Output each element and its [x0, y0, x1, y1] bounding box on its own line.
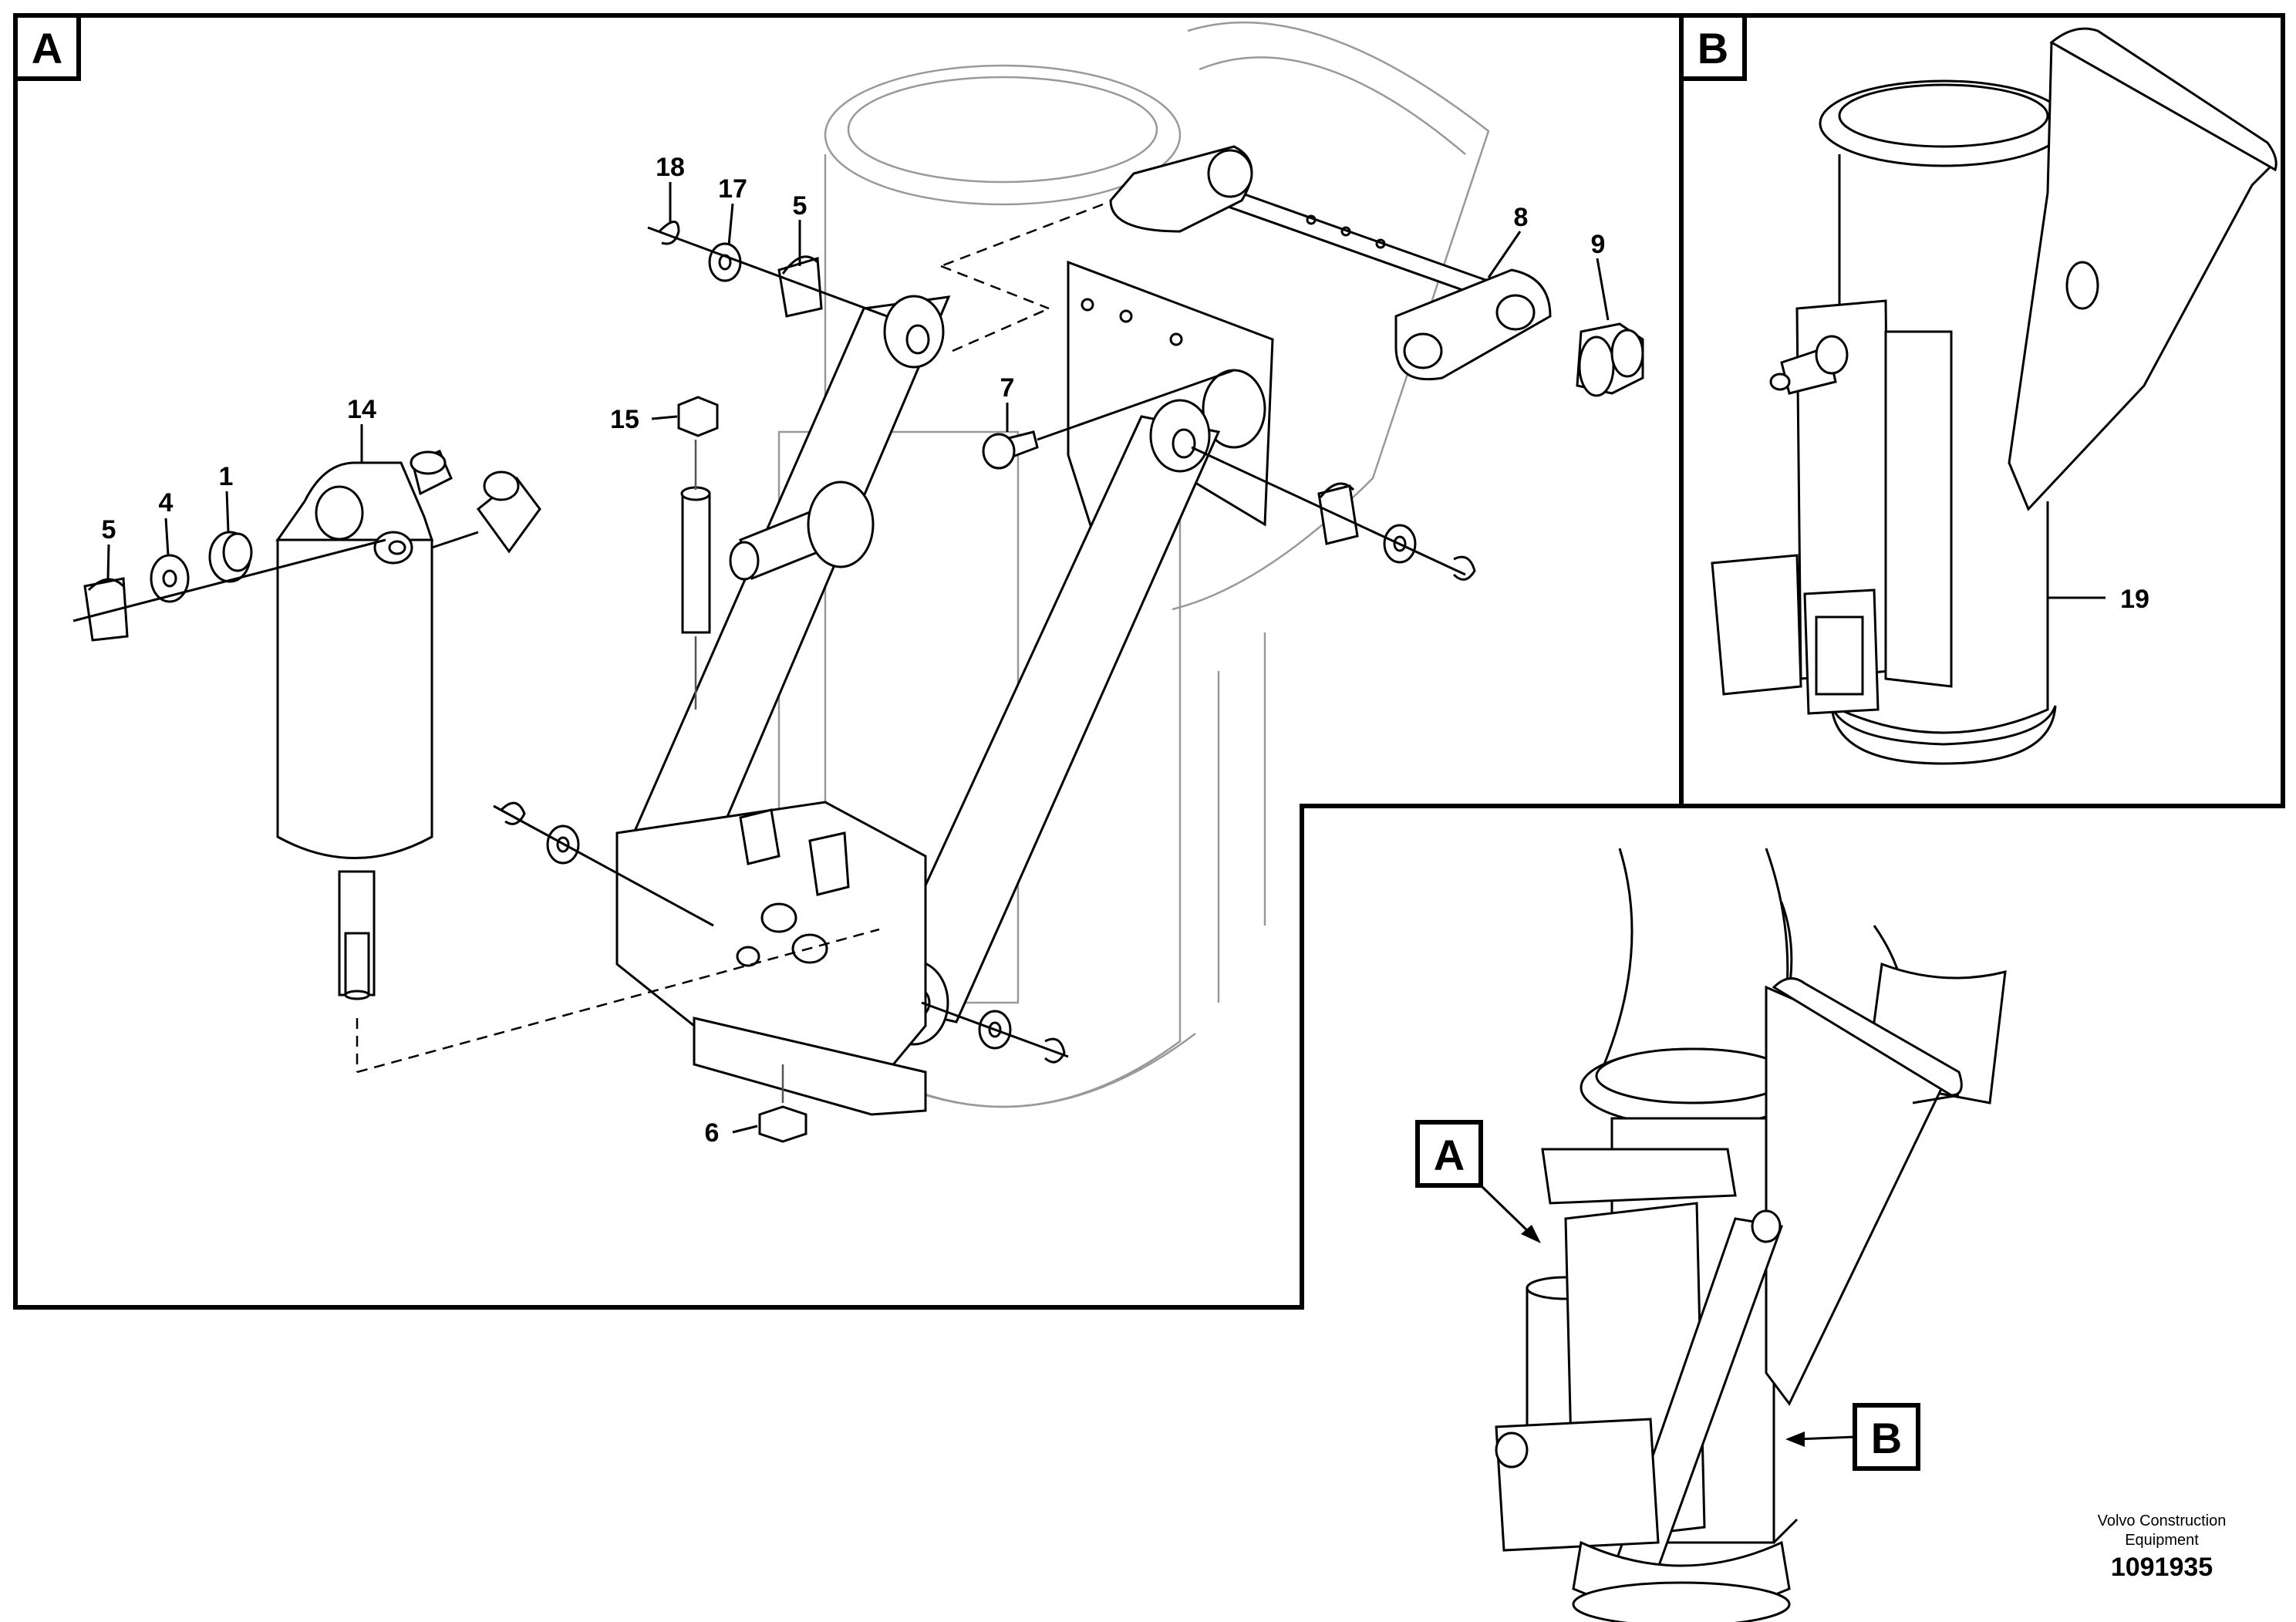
panel-a-label: A [32, 24, 62, 73]
spacer-tube [677, 396, 719, 710]
callout-4: 4 [159, 488, 174, 518]
overview-label-a-box: A [1415, 1120, 1541, 1243]
callout-8: 8 [1514, 203, 1529, 232]
document-number: 1091935 [2111, 1553, 2213, 1582]
upper-shaft [1109, 145, 1514, 306]
callout-1: 1 [219, 462, 234, 491]
panel-a-drawing [72, 21, 1644, 1143]
left-hardware [72, 531, 479, 642]
callout-14: 14 [347, 395, 376, 424]
overview-label-a: A [1434, 1131, 1465, 1179]
assembly-line-clamp [356, 928, 880, 1074]
panel-b-label: B [1698, 24, 1728, 73]
base-clamp [615, 801, 927, 1116]
right-mid-hardware [1191, 446, 1476, 581]
top-hardware [647, 203, 1104, 352]
side-link-plate [1394, 268, 1552, 381]
brand-line-2: Equipment [2125, 1532, 2199, 1549]
overview-drawing [1495, 848, 2007, 1622]
bolt [982, 369, 1235, 470]
callout-18: 18 [656, 153, 685, 182]
callout-7: 7 [1000, 373, 1015, 403]
overview-label-b-box: B [1785, 1403, 1920, 1471]
callout-15: 15 [610, 405, 639, 434]
callout-labels: 18 17 5 8 9 14 15 7 5 4 1 6 [102, 153, 1606, 1148]
nut [758, 1064, 807, 1143]
brand-line-1: Volvo Construction [2098, 1512, 2227, 1529]
pivot-stub [729, 481, 875, 581]
panel-b-label-box: B [1679, 13, 1747, 81]
overview-label-b: B [1871, 1414, 1902, 1462]
callout-19: 19 [2120, 585, 2149, 614]
callout-6: 6 [705, 1118, 720, 1148]
panel-a-frame [13, 13, 1684, 1310]
panel-a-label-box: A [13, 13, 81, 81]
callout-5-left: 5 [102, 515, 116, 545]
lower-right-hardware [921, 1001, 1069, 1064]
callout-5-top: 5 [793, 191, 807, 221]
lower-left-hardware [493, 801, 850, 927]
footer: Volvo Construction Equipment 1091935 [2098, 1512, 2227, 1582]
bushing [1576, 322, 1644, 397]
callout-9: 9 [1591, 230, 1606, 259]
callout-leaders [106, 182, 2106, 1134]
hydraulic-cylinder [275, 450, 541, 1000]
callout-17: 17 [718, 174, 747, 204]
panel-b-drawing [1711, 27, 2277, 765]
